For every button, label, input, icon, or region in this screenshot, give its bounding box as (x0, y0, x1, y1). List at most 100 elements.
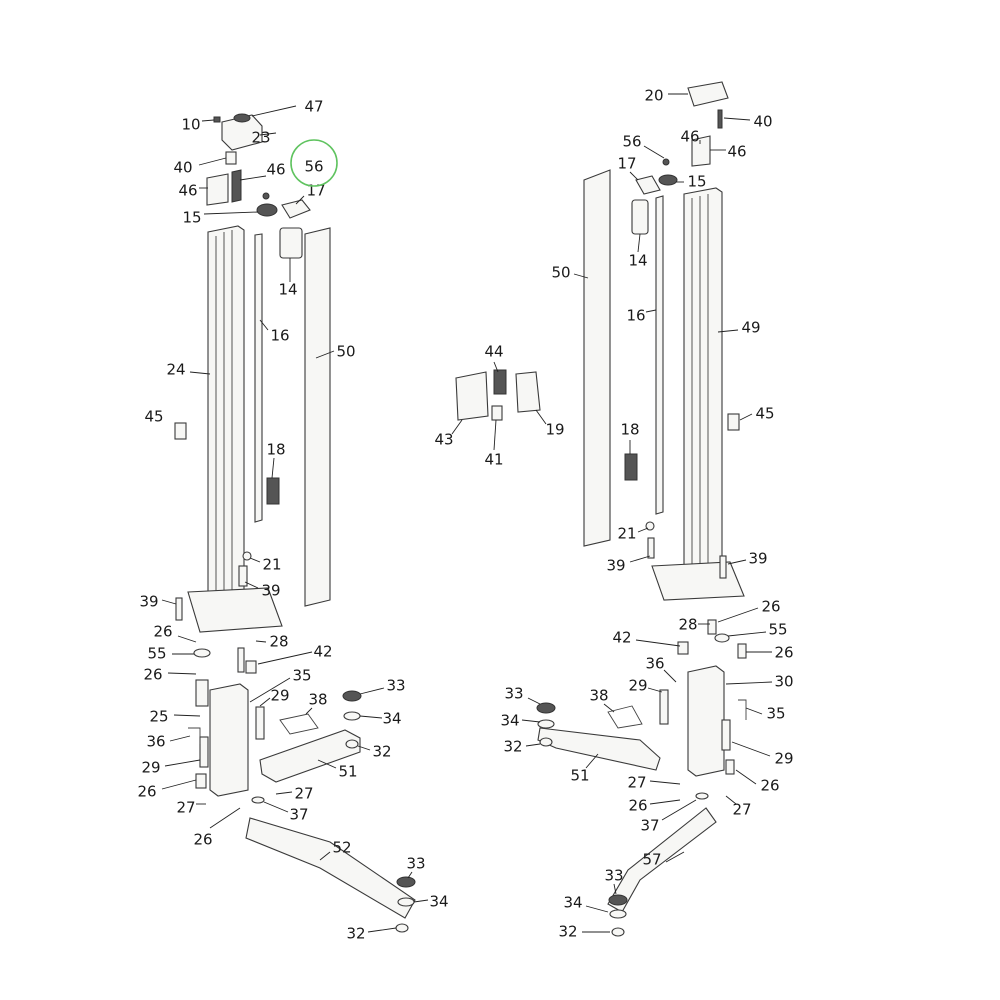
callout-label: 32 (503, 738, 522, 756)
part-38r (607, 705, 643, 729)
callout-label: 32 (346, 925, 365, 943)
part-25 (209, 683, 249, 797)
leader-line (717, 329, 739, 333)
callout-label: 14 (628, 252, 647, 270)
part-46r (691, 135, 711, 167)
part-34r-a (537, 719, 555, 729)
callout-label: 21 (617, 525, 636, 543)
leader-line (535, 409, 547, 425)
part-39a (238, 565, 248, 587)
leader-line (239, 175, 267, 181)
callout-label: 16 (626, 307, 645, 325)
part-32r-a (539, 737, 553, 747)
callout-label: 29 (628, 677, 647, 695)
callout-label: 34 (500, 712, 519, 730)
leader-line (275, 791, 293, 795)
part-24 (207, 225, 245, 619)
part-55r (714, 633, 730, 643)
part-33a (342, 690, 362, 702)
callout-label: 27 (627, 774, 646, 792)
part-23-body (221, 114, 263, 151)
callout-label: 26 (760, 777, 779, 795)
callout-label: 39 (261, 582, 280, 600)
leader-line (637, 527, 649, 533)
callout-label: 43 (434, 431, 453, 449)
callout-label: 26 (193, 831, 212, 849)
callout-label: 57 (642, 851, 661, 869)
leader-line (629, 555, 651, 563)
part-37 (251, 796, 265, 804)
leader-line (663, 669, 677, 683)
part-50 (304, 227, 331, 607)
callout-label: 39 (606, 557, 625, 575)
part-32a (345, 739, 359, 749)
part-15r (658, 174, 678, 186)
part-29a (199, 736, 209, 768)
leader-line (259, 132, 277, 136)
callout-label: 27 (176, 799, 195, 817)
leader-line (603, 703, 615, 713)
callout-label: 51 (570, 767, 589, 785)
leader-line (169, 735, 191, 742)
callout-label: 50 (336, 343, 355, 361)
callout-label: 29 (141, 759, 160, 777)
callout-label: 56 (622, 133, 641, 151)
leader-line (731, 741, 771, 757)
callout-label: 34 (563, 894, 582, 912)
part-49 (683, 187, 723, 587)
leader-line (635, 639, 681, 647)
callout-label: 20 (644, 87, 663, 105)
part-29b (255, 706, 265, 740)
leader-line (493, 419, 497, 451)
callout-label: 29 (270, 687, 289, 705)
part-38 (279, 713, 319, 735)
part-42r (677, 641, 689, 655)
callout-label: 33 (406, 855, 425, 873)
callout-label: 26 (761, 598, 780, 616)
leader-line (209, 807, 241, 829)
part-40r (717, 109, 723, 129)
part-45 (174, 422, 187, 440)
leader-line (357, 745, 371, 751)
part-45r (727, 413, 740, 431)
callout-label: 51 (338, 763, 357, 781)
leader-line (189, 371, 211, 375)
callout-label: 40 (753, 113, 772, 131)
leader-line (257, 651, 313, 665)
callout-label: 38 (308, 691, 327, 709)
callout-label: 17 (617, 155, 636, 173)
part-50r (583, 169, 611, 547)
leader-line (745, 707, 763, 715)
leader-line (367, 927, 397, 933)
part-39r-b (719, 555, 727, 579)
callout-label: 56 (304, 158, 323, 176)
part-30 (687, 665, 725, 777)
highlight-ring (290, 139, 338, 187)
callout-label: 33 (604, 867, 623, 885)
part-34r-b (609, 909, 627, 919)
part-51 (259, 729, 361, 783)
callout-label: 28 (269, 633, 288, 651)
leader-line (521, 719, 541, 723)
leader-line (725, 681, 773, 685)
leader-line (585, 753, 599, 769)
part-46-right (231, 169, 242, 203)
part-35r (738, 699, 747, 720)
leader-line (251, 105, 297, 117)
left-base-plate (187, 587, 283, 633)
callout-label: 34 (382, 710, 401, 728)
callout-label: 18 (266, 441, 285, 459)
callout-label: 39 (139, 593, 158, 611)
part-26a (195, 679, 209, 707)
leader-line (573, 273, 589, 279)
callout-label: 27 (294, 785, 313, 803)
leader-line (665, 851, 685, 863)
part-51r (537, 727, 661, 771)
callout-label: 19 (545, 421, 564, 439)
right-base-plate (651, 561, 745, 601)
part-52 (245, 817, 416, 919)
callout-label: 37 (289, 806, 308, 824)
part-55 (193, 648, 211, 658)
